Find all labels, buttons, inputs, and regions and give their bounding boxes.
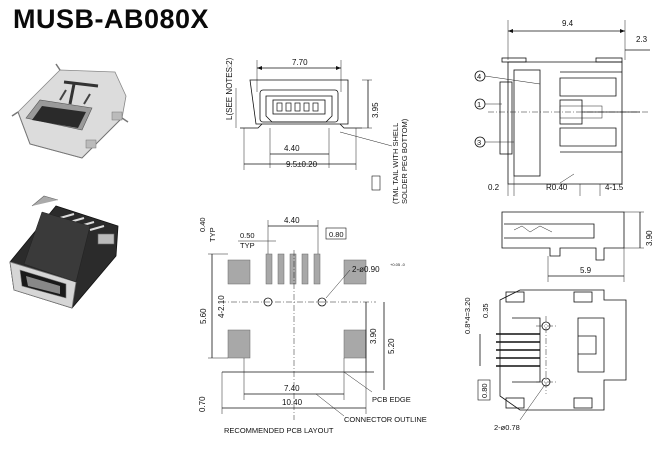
hole-note: 2-ø0.90 [352,265,380,274]
side-top-view: 9.4 2.3 4 1 3 0.2 R0.40 4-1.5 [474,19,650,196]
typ-top-label: TYP [208,227,217,242]
offset-dim: 2.3 [636,35,648,44]
typ-top-dim: 0.40 [198,217,207,232]
signal-pads [265,253,321,285]
pcb-layout: 0.40 TYP 4.40 0.50 TYP 0.80 2-ø0.90 +0.0… [198,216,427,435]
dim-520: 5.20 [387,338,396,354]
bottom-hole-note: 2-ø0.78 [494,423,520,432]
front-view: 7.70 L(SEE NOTES:2) 3.95 4.40 9.5±0.20 (… [225,57,409,204]
pin-width-dim: 0.50 [240,231,255,240]
front-width-dim: 7.70 [292,58,308,67]
pcb-edge-label: PCB EDGE [372,395,411,404]
height-total-dim: 5.60 [199,308,208,324]
dim-bottom-left: 0.2 [488,183,500,192]
dim-bottom-right: 4-1.5 [605,183,624,192]
dim-1040: 10.40 [282,398,303,407]
front-outer-dim: 9.5±0.20 [286,160,318,169]
front-inner-dim: 4.40 [284,144,300,153]
pitch-note: 4-2.10 [217,295,226,318]
connector-photo-top [11,63,129,159]
dim-390: 3.90 [369,328,378,344]
shell-pads [227,259,367,359]
hole-tolerance: +0.05 -0 [390,262,406,267]
front-side-note: L(SEE NOTES:2) [225,57,234,120]
callout-1: 1 [477,100,481,109]
callout-3: 3 [477,138,481,147]
length-dim: 9.4 [562,19,574,28]
bottom-pitch-note: 0.8*4=3.20 [463,298,472,335]
side-view: 3.90 5.9 [501,211,654,282]
connector-outline-label: CONNECTOR OUTLINE [344,415,427,424]
boxed-dim: 0.80 [329,230,344,239]
connector-photo-bottom [9,195,119,309]
tail-note-2: SOLDER PEG BOTTOM) [400,118,409,204]
bottom-view: 0.8*4=3.20 0.35 0.80 2-ø0.78 [463,289,627,432]
product-title: MUSB-AB080X [13,4,210,34]
callout-4: 4 [477,72,481,81]
pitch-span-dim: 4.40 [284,216,300,225]
front-height-dim: 3.95 [371,102,380,118]
bottom-pins [496,333,540,367]
radius-dim: R0.40 [546,183,568,192]
front-pins [276,102,319,112]
bottom-boxed-dim: 0.80 [480,383,489,398]
side-length-dim: 5.9 [580,266,592,275]
pcb-layout-caption: RECOMMENDED PCB LAYOUT [224,426,334,435]
tail-note-1: (TML TAIL WITH SHELL [391,123,400,204]
dim-035: 0.35 [481,303,490,318]
side-height-dim: 3.90 [645,230,654,246]
bottom-dim: 0.70 [198,396,207,412]
pin-typ-label: TYP [240,241,255,250]
dim-740: 7.40 [284,384,300,393]
